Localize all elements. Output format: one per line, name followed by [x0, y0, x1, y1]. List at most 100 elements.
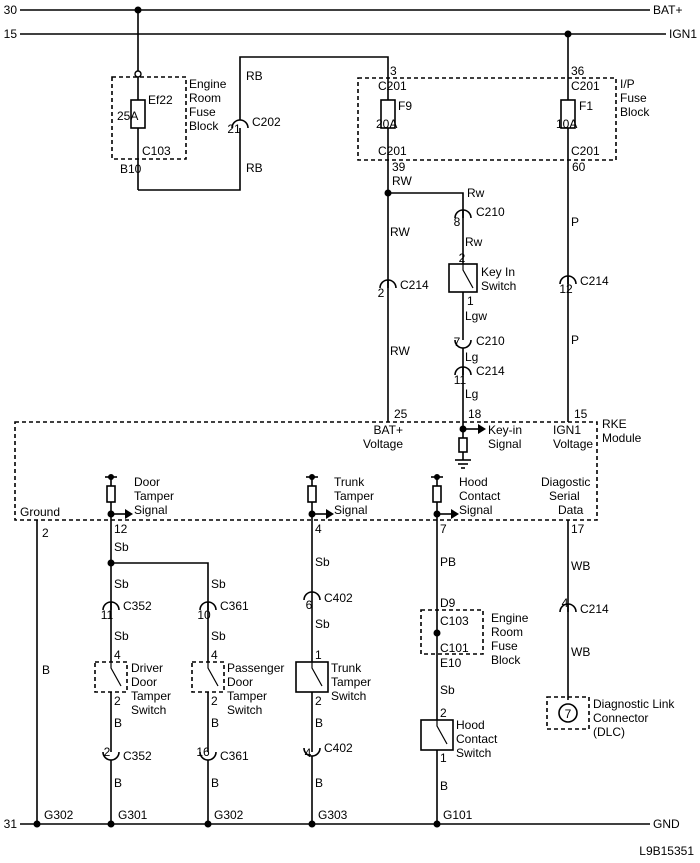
- hood-switch-label-1: Hood: [456, 718, 485, 732]
- wire: [111, 562, 209, 610]
- diag-label-1: Diagostic: [541, 475, 590, 489]
- wire-rb-upper: [239, 56, 389, 120]
- ground-wire-b: B: [42, 663, 50, 677]
- signal-arrow-icon: [478, 424, 486, 434]
- b10-pin: B10: [120, 162, 142, 176]
- bat-plus-label: BAT+: [653, 3, 682, 17]
- hood-wire-sb: Sb: [440, 683, 455, 697]
- pin-15: 15: [574, 407, 588, 421]
- trunk-wire-sb-2: Sb: [315, 617, 330, 631]
- ign1-label: IGN1: [669, 27, 697, 41]
- hood-switch-label-3: Switch: [456, 746, 491, 760]
- diag-wire-wb-1: WB: [571, 559, 590, 573]
- ground-dot: [107, 820, 115, 828]
- rw-label: Rw: [467, 186, 485, 200]
- c202-connector: [231, 119, 249, 129]
- f1-amp: 10A: [556, 117, 577, 131]
- rke-module-label-2: Module: [602, 431, 642, 445]
- trunk-tamper-branch: Trunk Tamper Signal 4 Sb 6 C402 Sb 1 Tru…: [295, 474, 374, 828]
- dlc-pin-circle: [558, 703, 578, 723]
- c214-pin-2: 2: [378, 286, 385, 300]
- c214-pin-12: 12: [559, 282, 573, 296]
- passenger-switch-label-3: Tamper: [227, 689, 267, 703]
- f1-label: F1: [579, 99, 593, 113]
- ground-g303: G303: [318, 808, 348, 822]
- dlc-box: [546, 696, 590, 730]
- fuse-ef22-label: Ef22: [148, 93, 173, 107]
- trunk-switch-label-1: Trunk: [331, 661, 362, 675]
- signal-arrow-icon: [125, 509, 133, 519]
- switch-contact: [311, 662, 323, 687]
- c202-pin: 21: [227, 122, 241, 136]
- c214-label-ign: C214: [580, 274, 609, 288]
- passenger-switch-label-2: Door: [227, 675, 253, 689]
- resistor-symbol: [307, 485, 317, 503]
- door-wire-sb: Sb: [114, 540, 129, 554]
- trunk-c402-label-2: C402: [324, 741, 353, 755]
- pin-18: 18: [468, 407, 482, 421]
- passenger-c361-label: C361: [220, 599, 249, 613]
- rw-label-top: RW: [392, 174, 412, 188]
- c210-label-a: C210: [476, 205, 505, 219]
- hood-block-label-4: Block: [491, 653, 521, 667]
- trunk-sw-pin-1: 1: [315, 648, 322, 662]
- engine-block-label-1: Engine: [189, 77, 227, 91]
- ign1-voltage-label-2: Voltage: [553, 437, 593, 451]
- ign1-branch: P 12 C214 P 15 IGN1 Voltage: [553, 128, 609, 451]
- rke-module-box: [14, 421, 598, 521]
- keyin-sw-pin-2: 2: [459, 251, 466, 265]
- ip-fuse-block-box: [357, 77, 617, 161]
- switch-contact: [462, 264, 474, 289]
- passenger-wire-sb-1: Sb: [211, 577, 226, 591]
- f1-pin-out: 60: [572, 160, 586, 174]
- driver-c352-label: C352: [123, 599, 152, 613]
- f9-conn-top: C201: [378, 79, 407, 93]
- engine-fuse-block-box: [111, 76, 187, 160]
- ip-block-label-3: Block: [620, 105, 650, 119]
- figure-id: L9B15351: [639, 844, 694, 858]
- rail-31-label: 31: [4, 817, 18, 831]
- passenger-sw-pin-2: 2: [211, 694, 218, 708]
- hood-wire-pb: PB: [440, 555, 456, 569]
- trunk-switch-label-2: Tamper: [331, 675, 371, 689]
- f9-pin-in: 3: [390, 64, 397, 78]
- passenger-sw-pin-4: 4: [211, 648, 218, 662]
- splice-dot: [433, 629, 441, 637]
- trunk-wire-b-2: B: [315, 776, 323, 790]
- switch-contact: [436, 720, 448, 745]
- f1-conn-top: C201: [571, 79, 600, 93]
- switch-contact: [207, 662, 219, 687]
- f9-pin-out: 39: [392, 160, 406, 174]
- module-ground-label: Ground: [20, 505, 60, 519]
- diag-c214-label: C214: [580, 602, 609, 616]
- bat-voltage-label-1: BAT+: [374, 423, 403, 437]
- ground-dot: [204, 820, 212, 828]
- key-in-branch: Rw 8 C210 Rw 2 Key In Switch 1 Lgw 7 C21…: [388, 186, 522, 469]
- power-rails: 30 BAT+ 15 IGN1 31 GND: [4, 3, 698, 831]
- ign1-voltage-label-1: IGN1: [553, 423, 581, 437]
- diag-label-2: Serial: [549, 489, 580, 503]
- ip-fuse-block: I/P Fuse Block 3 C201 F9 20A C201 39 36 …: [357, 30, 650, 193]
- lg-label-2: Lg: [465, 387, 478, 401]
- passenger-switch-label-4: Switch: [227, 703, 262, 717]
- hood-contact-branch: Hood Contact Signal 7 PB D9 C103 C101 En…: [420, 474, 529, 828]
- diag-c214-pin: 4: [562, 596, 569, 610]
- c214-pin-11: 11: [454, 373, 467, 387]
- wire-rb-label-lower: RB: [246, 161, 263, 175]
- f9-label: F9: [398, 99, 412, 113]
- driver-wire-b-2: B: [114, 776, 122, 790]
- driver-c352-pin: 11: [101, 608, 114, 622]
- dlc-pin-7: 7: [565, 707, 572, 721]
- c103-label: C103: [142, 144, 171, 158]
- hood-block-label-3: Fuse: [491, 639, 518, 653]
- key-in-signal-label-2: Signal: [488, 437, 521, 451]
- keyin-sw-pin-1: 1: [467, 294, 474, 308]
- trunk-c402-label: C402: [324, 591, 353, 605]
- c210-pin-7: 7: [454, 335, 461, 349]
- trunk-pin-4: 4: [315, 522, 322, 536]
- lg-label-1: Lg: [465, 350, 478, 364]
- trunk-switch-label-3: Switch: [331, 689, 366, 703]
- diag-label-3: Data: [558, 503, 584, 517]
- hood-signal-label-1: Hood: [459, 475, 488, 489]
- dlc-label-2: Connector: [593, 711, 648, 725]
